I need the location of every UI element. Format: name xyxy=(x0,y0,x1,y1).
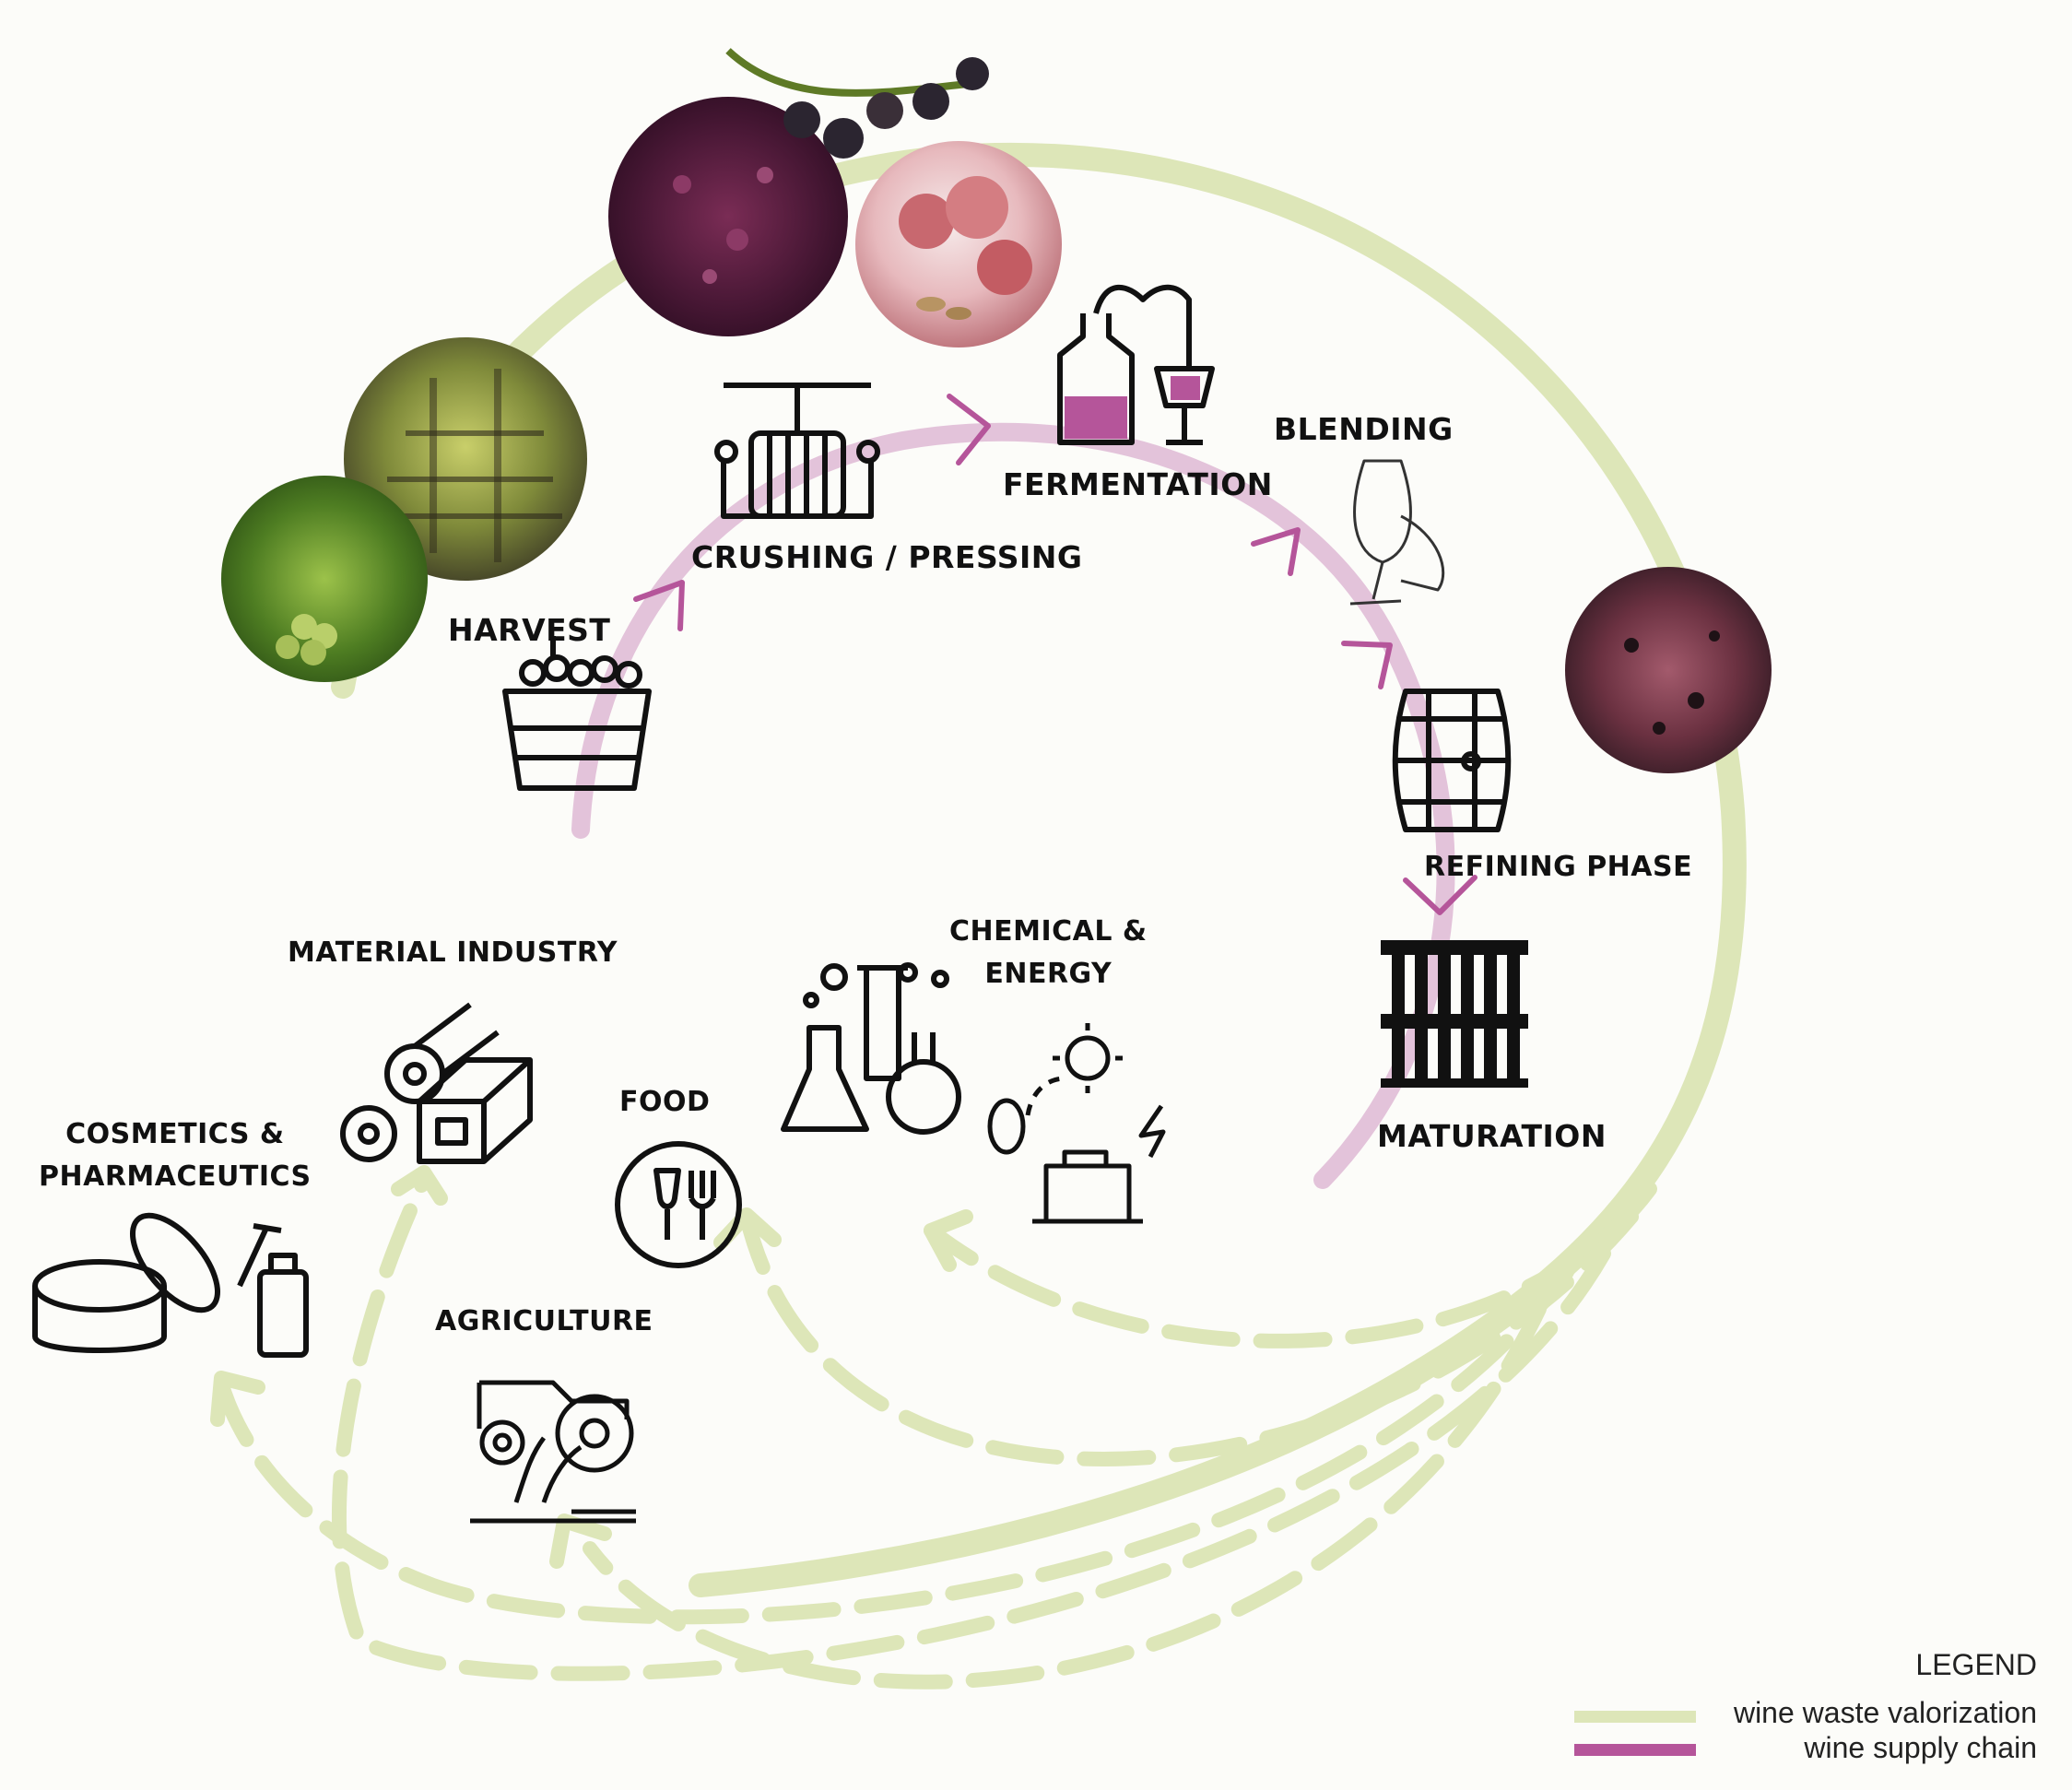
wine-press-icon xyxy=(714,383,880,519)
lab-flasks-icon xyxy=(781,962,961,1135)
label-refining-phase: REFINING PHASE xyxy=(1424,851,1693,883)
label-blending: BLENDING xyxy=(1274,411,1454,447)
label-crushing-pressing: CRUSHING / PRESSING xyxy=(691,539,1083,575)
legend-title: LEGEND xyxy=(1915,1648,2037,1681)
legend-supply-swatch xyxy=(1574,1744,1696,1756)
label-cosmetics-line1: COSMETICS & xyxy=(65,1118,285,1150)
supply-chain-arc xyxy=(571,422,1455,1189)
bottle-rack-icon xyxy=(1381,940,1528,1088)
renewable-energy-cycle-icon xyxy=(987,1023,1166,1224)
fermentation-apparatus-icon xyxy=(1057,284,1215,445)
flow-to-chemical-energy xyxy=(924,1182,1657,1348)
supply-chevron-3 xyxy=(1251,527,1301,576)
flow-to-material xyxy=(331,1172,1611,1681)
tractor-wheat-icon xyxy=(470,1380,636,1524)
label-maturation: MATURATION xyxy=(1377,1118,1607,1154)
wine-glass-tasting-icon xyxy=(1349,459,1445,606)
supply-chevron-2 xyxy=(947,394,991,465)
label-food: FOOD xyxy=(619,1086,711,1118)
label-chemical-line1: CHEMICAL & xyxy=(949,915,1148,948)
label-chemical-energy: CHEMICAL & ENERGY xyxy=(949,911,1148,995)
flow-to-cosmetics xyxy=(214,1265,1574,1625)
label-chemical-line2: ENERGY xyxy=(984,958,1113,990)
flow-to-agriculture xyxy=(583,1301,1547,1690)
legend-valorization-swatch xyxy=(1574,1711,1696,1723)
supply-chevron-1 xyxy=(633,580,685,631)
grape-basket-icon xyxy=(502,636,652,791)
supply-chevron-4 xyxy=(1341,641,1393,689)
arrowhead-cosmetics xyxy=(210,1371,265,1427)
label-cosmetics-pharmaceutics: COSMETICS & PHARMACEUTICS xyxy=(39,1113,312,1198)
label-material-industry: MATERIAL INDUSTRY xyxy=(288,936,618,969)
pomace-photo xyxy=(608,97,848,336)
barrel-icon xyxy=(1392,689,1512,832)
label-harvest: HARVEST xyxy=(448,612,611,648)
supply-chevron-5 xyxy=(1403,875,1477,915)
arrowhead-chemical xyxy=(924,1209,973,1272)
label-agriculture: AGRICULTURE xyxy=(435,1305,653,1337)
legend-valorization-label: wine waste valorization xyxy=(1733,1696,2037,1729)
label-cosmetics-line2: PHARMACEUTICS xyxy=(39,1160,312,1193)
arrowhead-material xyxy=(391,1165,448,1206)
legend-supply-label: wine supply chain xyxy=(1804,1731,2037,1764)
material-rolls-icon xyxy=(340,1002,533,1164)
flow-to-food xyxy=(739,1209,1639,1466)
grape-vine-cluster xyxy=(725,48,989,159)
wine-lees-photo xyxy=(1565,567,1772,773)
food-fork-glass-icon xyxy=(615,1141,742,1268)
cream-jar-dropper-icon xyxy=(32,1212,309,1358)
grape-leaf-photo xyxy=(221,476,428,682)
grape-seeds-photo xyxy=(855,141,1062,347)
label-fermentation: FERMENTATION xyxy=(1003,466,1273,502)
